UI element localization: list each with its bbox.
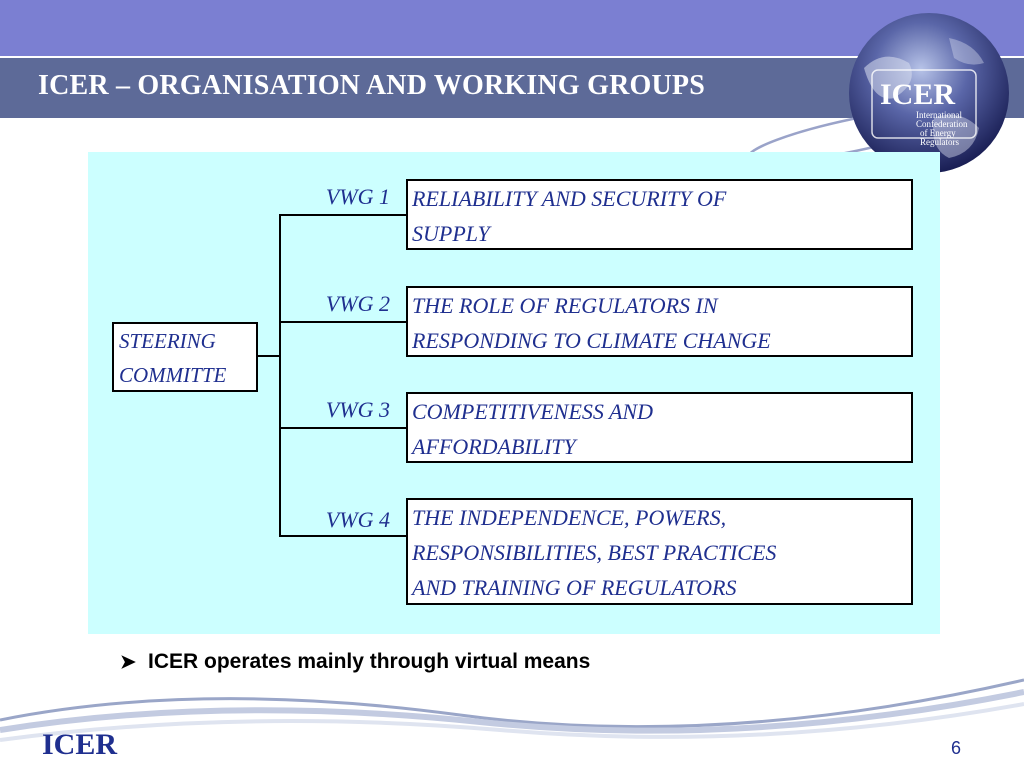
page-number: 6 xyxy=(951,738,962,758)
steering-line-2: COMMITTE xyxy=(119,363,227,387)
vwg1-box: RELIABILITY AND SECURITY OF SUPPLY xyxy=(406,179,913,250)
vwg2-line-2: RESPONDING TO CLIMATE CHANGE xyxy=(412,328,771,353)
bullet-item: ➤ ICER operates mainly through virtual me… xyxy=(120,650,590,674)
slide-title: ICER – ORGANISATION AND WORKING GROUPS xyxy=(38,70,705,101)
logo-tagline-3: of Energy xyxy=(920,128,956,138)
footer-waves xyxy=(0,678,1024,742)
footer-brand: ICER xyxy=(42,728,118,761)
vwg2-box: THE ROLE OF REGULATORS IN RESPONDING TO … xyxy=(406,286,913,357)
vwg1-line-1: RELIABILITY AND SECURITY OF xyxy=(412,186,727,211)
logo-tagline-4: Regulators xyxy=(920,137,959,147)
vwg4-box: THE INDEPENDENCE, POWERS, RESPONSIBILITI… xyxy=(406,498,913,605)
top-band xyxy=(0,0,1024,56)
connector-vwg3 xyxy=(279,427,406,429)
vwg3-label: VWG 3 xyxy=(325,397,390,422)
vwg3-line-1: COMPETITIVENESS AND xyxy=(412,399,653,424)
steering-line-1: STEERING xyxy=(119,329,216,353)
vwg4-line-1: THE INDEPENDENCE, POWERS, xyxy=(412,505,727,530)
logo-name: ICER xyxy=(880,78,955,111)
connector-trunk xyxy=(279,214,281,537)
vwg4-line-2: RESPONSIBILITIES, BEST PRACTICES xyxy=(412,540,777,565)
connector-root xyxy=(258,355,280,357)
vwg2-line-1: THE ROLE OF REGULATORS IN xyxy=(412,293,718,318)
connector-vwg4 xyxy=(279,535,406,537)
vwg3-box: COMPETITIVENESS AND AFFORDABILITY xyxy=(406,392,913,463)
vwg1-label: VWG 1 xyxy=(325,184,390,209)
vwg1-line-2: SUPPLY xyxy=(412,221,490,246)
bullet-text: ICER operates mainly through virtual mea… xyxy=(148,650,591,673)
connector-vwg2 xyxy=(279,321,406,323)
arrow-bullet-icon: ➤ xyxy=(120,652,136,673)
steering-committee-box: STEERING COMMITTE xyxy=(112,322,258,392)
vwg3-line-2: AFFORDABILITY xyxy=(412,434,576,459)
vwg4-line-3: AND TRAINING OF REGULATORS xyxy=(412,575,737,600)
icer-globe-logo: ICER International Confederation of Ener… xyxy=(747,13,1009,173)
connector-vwg1 xyxy=(279,214,406,216)
vwg2-label: VWG 2 xyxy=(325,291,390,316)
logo-tagline-1: International xyxy=(916,110,962,120)
logo-tagline-2: Confederation xyxy=(916,119,968,129)
vwg4-label: VWG 4 xyxy=(325,507,390,532)
